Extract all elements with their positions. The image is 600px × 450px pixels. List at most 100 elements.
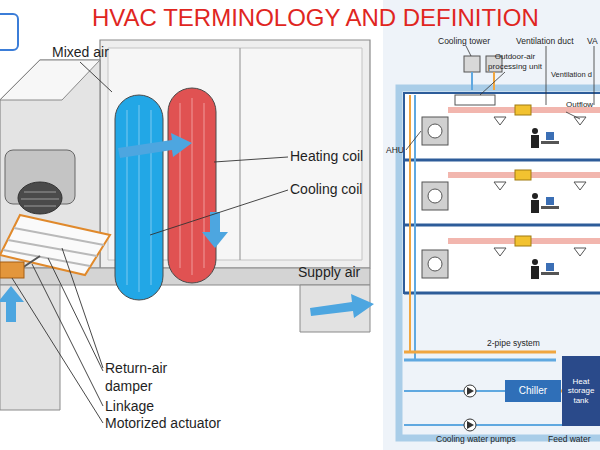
part-label: Motorized actuator <box>105 415 221 432</box>
equipment-box: Heat storage tank <box>562 356 600 426</box>
pipe-connector <box>561 390 562 393</box>
hot-pipe <box>409 95 411 352</box>
vav-box <box>515 105 531 115</box>
part-label: Return-air damper <box>105 360 187 395</box>
leader-line <box>546 46 547 105</box>
diagram-title: HVAC TERMINOLOGY AND DEFINITION <box>92 4 539 33</box>
part-label: VA <box>587 36 598 46</box>
person-head <box>532 259 538 265</box>
equipment-box: Chiller <box>505 380 561 402</box>
fan-inlet <box>18 182 62 214</box>
part-label: 2-pipe system <box>487 338 540 348</box>
coil-fin <box>127 110 128 285</box>
housing-top <box>0 60 100 100</box>
desk <box>541 272 559 275</box>
leader-line <box>480 72 505 95</box>
floor-ahu <box>422 117 448 145</box>
tower-pipe <box>471 72 473 90</box>
leader-line <box>466 46 471 56</box>
fan-grille <box>24 192 56 193</box>
node-text: Heat storage tank <box>564 377 598 405</box>
fan-grille <box>21 199 59 200</box>
coil-fin <box>180 103 181 268</box>
linkage-rod <box>22 256 40 268</box>
outdoor-air-unit <box>455 95 495 105</box>
coil-fin <box>151 110 152 285</box>
floor-slab <box>404 159 600 162</box>
person-body <box>531 135 539 148</box>
leader-line <box>32 264 103 406</box>
damper-blade <box>14 228 104 245</box>
building-frame <box>404 93 600 293</box>
two-pipe-return <box>404 359 556 362</box>
desk <box>541 206 559 209</box>
leader-line <box>62 248 103 368</box>
part-label: Outflow <box>566 100 593 110</box>
cooling-tower-unit <box>464 56 480 72</box>
air-outlet <box>494 117 506 125</box>
ahu-fan <box>428 257 442 271</box>
floor-ahu <box>422 250 448 278</box>
badge-frame <box>0 14 18 50</box>
desk <box>541 141 559 144</box>
air-outlet <box>574 117 586 125</box>
monitor <box>546 132 554 140</box>
two-pipe-supply <box>404 351 556 354</box>
part-label: Heating coil <box>290 148 363 165</box>
part-label: Cooling water pumps <box>436 434 516 444</box>
pump-arrow <box>467 421 474 429</box>
air-outlet <box>574 248 586 256</box>
monitor <box>546 197 554 205</box>
part-label: Supply air <box>298 264 360 281</box>
vav-box <box>515 236 531 246</box>
part-label: AHU <box>386 145 404 155</box>
part-label: Outdoor-air processing unit <box>486 52 544 71</box>
pump-pipe <box>404 390 505 392</box>
pump-arrow <box>467 387 474 395</box>
supply-air-arrow <box>310 294 374 318</box>
part-label: Ventilation duct <box>516 36 574 46</box>
pump-symbol <box>464 385 476 397</box>
coil-fin <box>204 103 205 268</box>
person-head <box>532 193 538 199</box>
mixed-air-arrow <box>118 133 192 158</box>
cold-pipe <box>414 95 416 360</box>
down-air-arrow <box>202 212 228 248</box>
actuator-body <box>0 262 24 278</box>
leader-line <box>406 131 421 150</box>
ahu-fan <box>428 189 442 203</box>
red-coil <box>168 88 216 283</box>
floor-ahu <box>422 182 448 210</box>
coil-fin <box>192 98 193 275</box>
fan-grille <box>24 206 56 207</box>
leader-line <box>12 278 103 423</box>
vav-box <box>515 170 531 180</box>
monitor <box>546 263 554 271</box>
part-label: Cooling coil <box>290 181 362 198</box>
air-outlet <box>494 248 506 256</box>
person-head <box>532 128 538 134</box>
ahu-fan <box>428 124 442 138</box>
leader-line <box>594 46 595 105</box>
leader-line <box>48 258 103 371</box>
part-label: Linkage <box>105 398 154 415</box>
pipe-frame <box>399 88 600 438</box>
part-label: Ventilation d <box>551 70 592 79</box>
part-label: Cooling tower <box>438 36 490 46</box>
leader-line <box>566 112 580 119</box>
part-label: Feed water <box>548 434 591 444</box>
leader-line <box>80 62 112 92</box>
chamber-partition <box>239 48 240 260</box>
leader-line <box>150 190 288 235</box>
person-body <box>531 200 539 213</box>
person-body <box>531 266 539 279</box>
air-outlet <box>494 182 506 190</box>
node-text: Chiller <box>519 385 547 397</box>
air-outlet <box>574 182 586 190</box>
coil-fin <box>139 105 140 292</box>
pump-symbol <box>464 419 476 431</box>
blue-coil <box>115 95 163 300</box>
leader-line <box>214 157 288 162</box>
